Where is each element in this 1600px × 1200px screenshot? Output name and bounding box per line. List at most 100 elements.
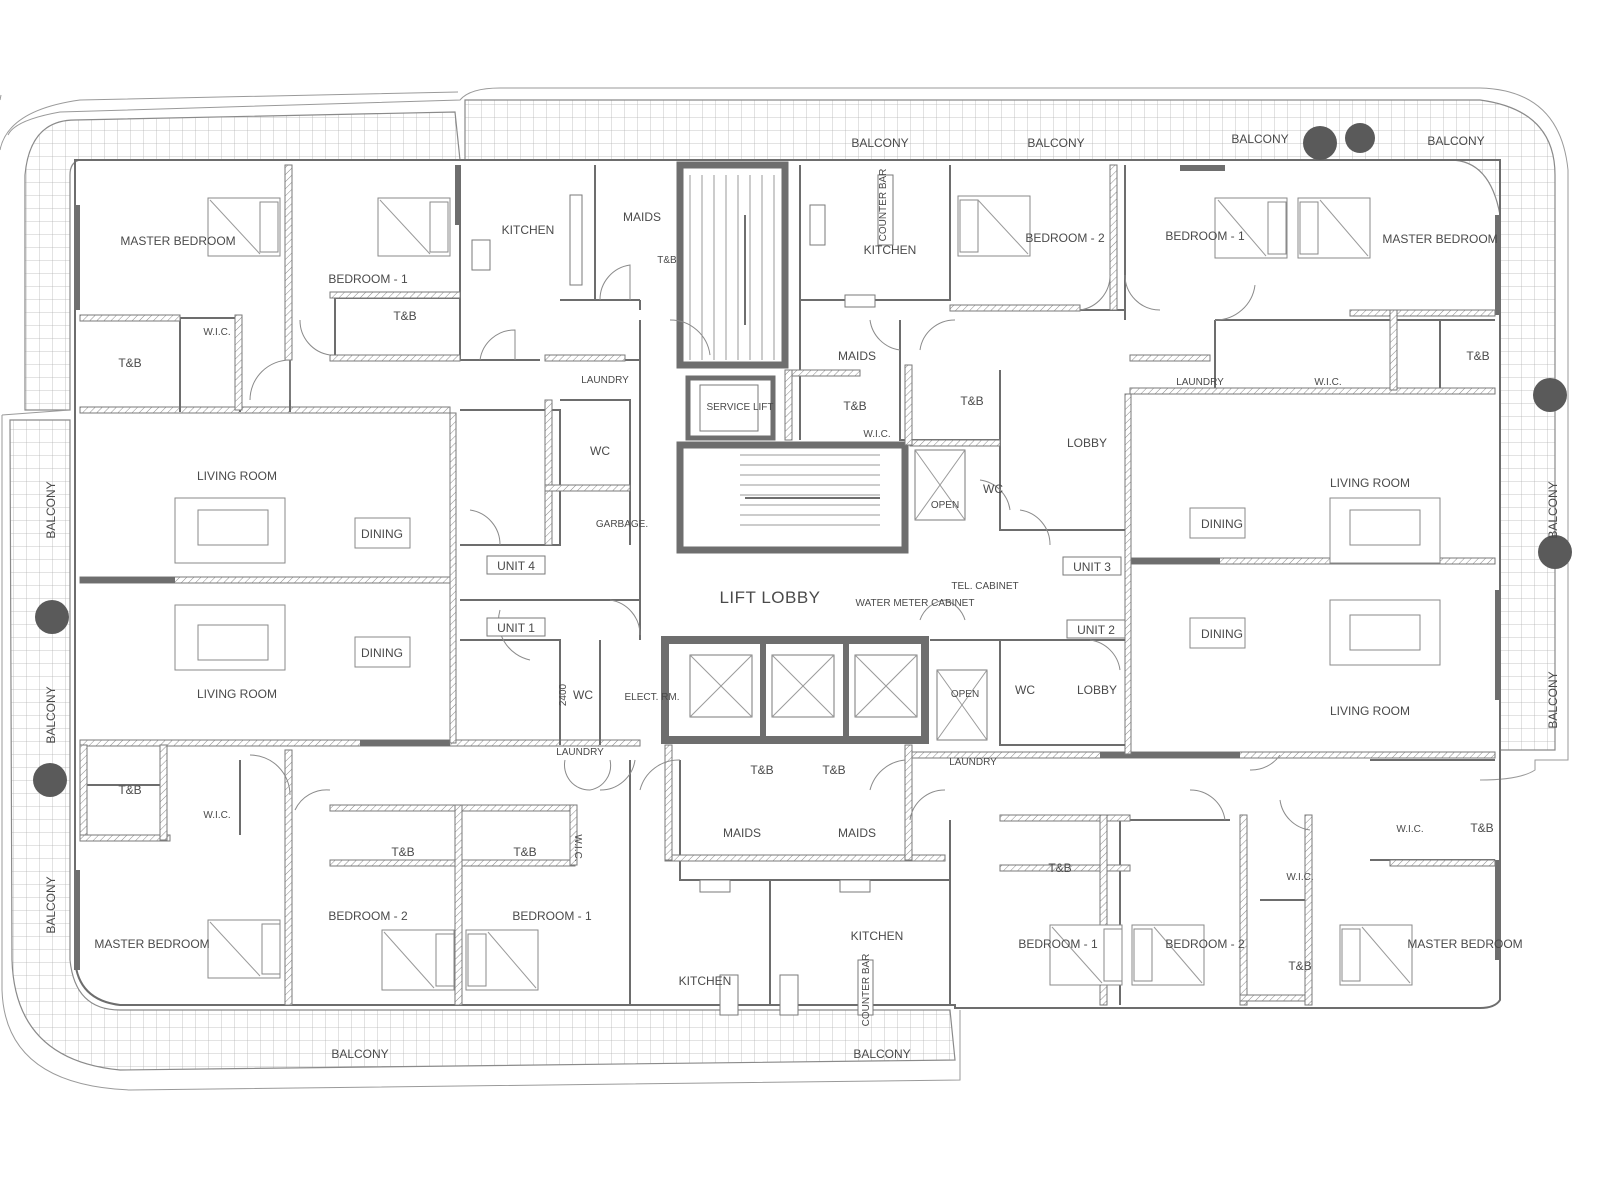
beds: [207, 195, 1413, 991]
open-label-top: OPEN: [931, 500, 959, 511]
trees: [33, 123, 1572, 797]
tb-label-2: T&B: [393, 309, 416, 323]
room-labels: LIFT LOBBY SERVICE LIFT WATER METER CABI…: [44, 132, 1560, 1061]
tb-label-12: T&B: [1048, 861, 1071, 875]
tb-label-8: T&B: [391, 845, 414, 859]
balcony-label-top-2: BALCONY: [1027, 136, 1084, 150]
balcony-label-top-4: BALCONY: [1427, 134, 1484, 148]
building-walls: [74, 159, 1501, 1009]
garbage-label: GARBAGE.: [596, 519, 648, 530]
living-furniture: [174, 497, 1441, 671]
wc-label-3: WC: [573, 688, 593, 702]
door-swings: [249, 264, 1311, 831]
unit-3-tag: UNIT 3: [1073, 560, 1111, 574]
balcony-label-left-2: BALCONY: [44, 686, 58, 743]
bedroom-1-label-se: BEDROOM - 1: [1018, 937, 1098, 951]
tb-label-9: T&B: [513, 845, 536, 859]
master-bedroom-label-se: MASTER BEDROOM: [1407, 937, 1522, 951]
wic-label-4: W.I.C.: [203, 810, 230, 821]
maids-label-ne: MAIDS: [838, 349, 876, 363]
tb-label-6: T&B: [1466, 349, 1489, 363]
tb-label-14: T&B: [1470, 821, 1493, 835]
hatched-walls: [79, 164, 1496, 1006]
balcony-label-top-1: BALCONY: [851, 136, 908, 150]
kitchen-label-ne: KITCHEN: [864, 243, 917, 257]
tb-label-13: T&B: [1288, 959, 1311, 973]
wic-label-2: W.I.C.: [863, 429, 890, 440]
balcony-label-bottom-2: BALCONY: [853, 1047, 910, 1061]
water-meter-cabinet-label: WATER METER CABINET: [856, 598, 975, 609]
bedroom-1-label-ne: BEDROOM - 1: [1165, 229, 1245, 243]
wc-label-1: WC: [590, 444, 610, 458]
bedroom-2-label-ne: BEDROOM - 2: [1025, 231, 1105, 245]
balcony-label-left-1: BALCONY: [44, 481, 58, 538]
laundry-label-nw: LAUNDRY: [581, 375, 629, 386]
maids-label-se: MAIDS: [838, 826, 876, 840]
unit-1-tag: UNIT 1: [497, 621, 535, 635]
counter-bar-label-se: COUNTER BAR: [861, 954, 872, 1027]
living-room-label-unit-4: LIVING ROOM: [197, 469, 277, 483]
balcony-label-left-3: BALCONY: [44, 876, 58, 933]
dining-label-unit-1: DINING: [361, 646, 403, 660]
wic-label-5: W.I.C.: [572, 834, 583, 861]
core: [661, 161, 988, 744]
balcony-label-right-2: BALCONY: [1546, 671, 1560, 728]
dimension-2400: 2400: [558, 683, 569, 706]
kitchen-counters: [471, 174, 894, 1016]
open-shafts: [914, 449, 988, 741]
master-bedroom-label-ne: MASTER BEDROOM: [1382, 232, 1497, 246]
stair-top: [689, 175, 775, 360]
unit-division-walls: [79, 387, 1496, 759]
living-room-label-unit-1: LIVING ROOM: [197, 687, 277, 701]
balcony-label-bottom-1: BALCONY: [331, 1047, 388, 1061]
tb-label-7: T&B: [118, 783, 141, 797]
bedroom-1-label-nw: BEDROOM - 1: [328, 272, 408, 286]
kitchen-label-se: KITCHEN: [851, 929, 904, 943]
master-bedroom-label-sw: MASTER BEDROOM: [94, 937, 209, 951]
tb-label-5: T&B: [960, 394, 983, 408]
lift-lobby-label: LIFT LOBBY: [719, 588, 820, 607]
wic-label-3: W.I.C.: [1314, 377, 1341, 388]
tel-cabinet-label: TEL. CABINET: [951, 581, 1018, 592]
wic-label-1: W.I.C.: [203, 327, 230, 338]
balcony-label-right-1: BALCONY: [1546, 481, 1560, 538]
laundry-label-se: LAUNDRY: [949, 757, 997, 768]
elect-rm-label: ELECT. RM.: [624, 692, 679, 703]
tb-label-1: T&B: [118, 356, 141, 370]
balcony-perimeter: [0, 87, 1569, 1091]
bedroom-1-label-sw: BEDROOM - 1: [512, 909, 592, 923]
service-lift-label: SERVICE LIFT: [706, 402, 773, 413]
balcony-label-top-3: BALCONY: [1231, 132, 1288, 146]
bedroom-2-label-sw: BEDROOM - 2: [328, 909, 408, 923]
living-room-label-unit-2: LIVING ROOM: [1330, 704, 1410, 718]
unit-2-tag: UNIT 2: [1077, 623, 1115, 637]
open-label-bottom: OPEN: [951, 689, 979, 700]
laundry-label-ne: LAUNDRY: [1176, 377, 1224, 388]
kitchen-label-sw: KITCHEN: [679, 974, 732, 988]
maids-label-sw: MAIDS: [723, 826, 761, 840]
master-bedroom-label-nw: MASTER BEDROOM: [120, 234, 235, 248]
wc-label-4: WC: [1015, 683, 1035, 697]
dining-label-unit-2: DINING: [1201, 627, 1243, 641]
wc-label-2: WC: [983, 482, 1003, 496]
laundry-label-sw: LAUNDRY: [556, 747, 604, 758]
passenger-lifts: [661, 636, 929, 744]
stair-bottom: [740, 454, 880, 526]
dining-label-unit-3: DINING: [1201, 517, 1243, 531]
maids-label-nw: MAIDS: [623, 210, 661, 224]
counter-bar-label-ne: COUNTER BAR: [878, 169, 889, 242]
kitchen-label-nw: KITCHEN: [502, 223, 555, 237]
tb-label-3: T&B: [657, 255, 677, 266]
bedroom-2-label-se: BEDROOM - 2: [1165, 937, 1245, 951]
dining-label-unit-4: DINING: [361, 527, 403, 541]
unit-4-tag: UNIT 4: [497, 559, 535, 573]
lobby-label-unit-2: LOBBY: [1077, 683, 1117, 697]
wic-label-7: W.I.C.: [1396, 824, 1423, 835]
lobby-label-unit-3: LOBBY: [1067, 436, 1107, 450]
tb-label-10: T&B: [750, 763, 773, 777]
wic-label-6: W.I.C.: [1286, 872, 1313, 883]
tb-label-4: T&B: [843, 399, 866, 413]
tb-label-11: T&B: [822, 763, 845, 777]
living-room-label-unit-3: LIVING ROOM: [1330, 476, 1410, 490]
